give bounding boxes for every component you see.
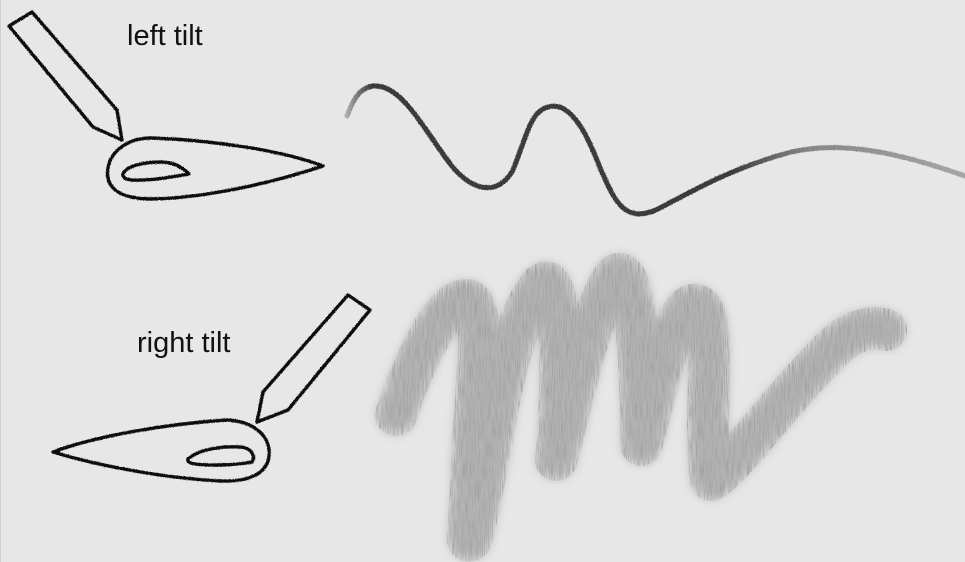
tilt-footprint-right-icon — [51, 418, 271, 483]
stylus-left-tilt-icon — [7, 10, 124, 142]
hairy-zigzag-stroke — [375, 253, 907, 562]
thin-wave-stroke — [344, 83, 965, 217]
left-tilt-label: left tilt — [127, 20, 203, 52]
stylus-right-tilt-icon — [255, 293, 372, 424]
tilt-footprint-left-icon — [105, 136, 325, 201]
right-tilt-label: right tilt — [137, 327, 231, 359]
